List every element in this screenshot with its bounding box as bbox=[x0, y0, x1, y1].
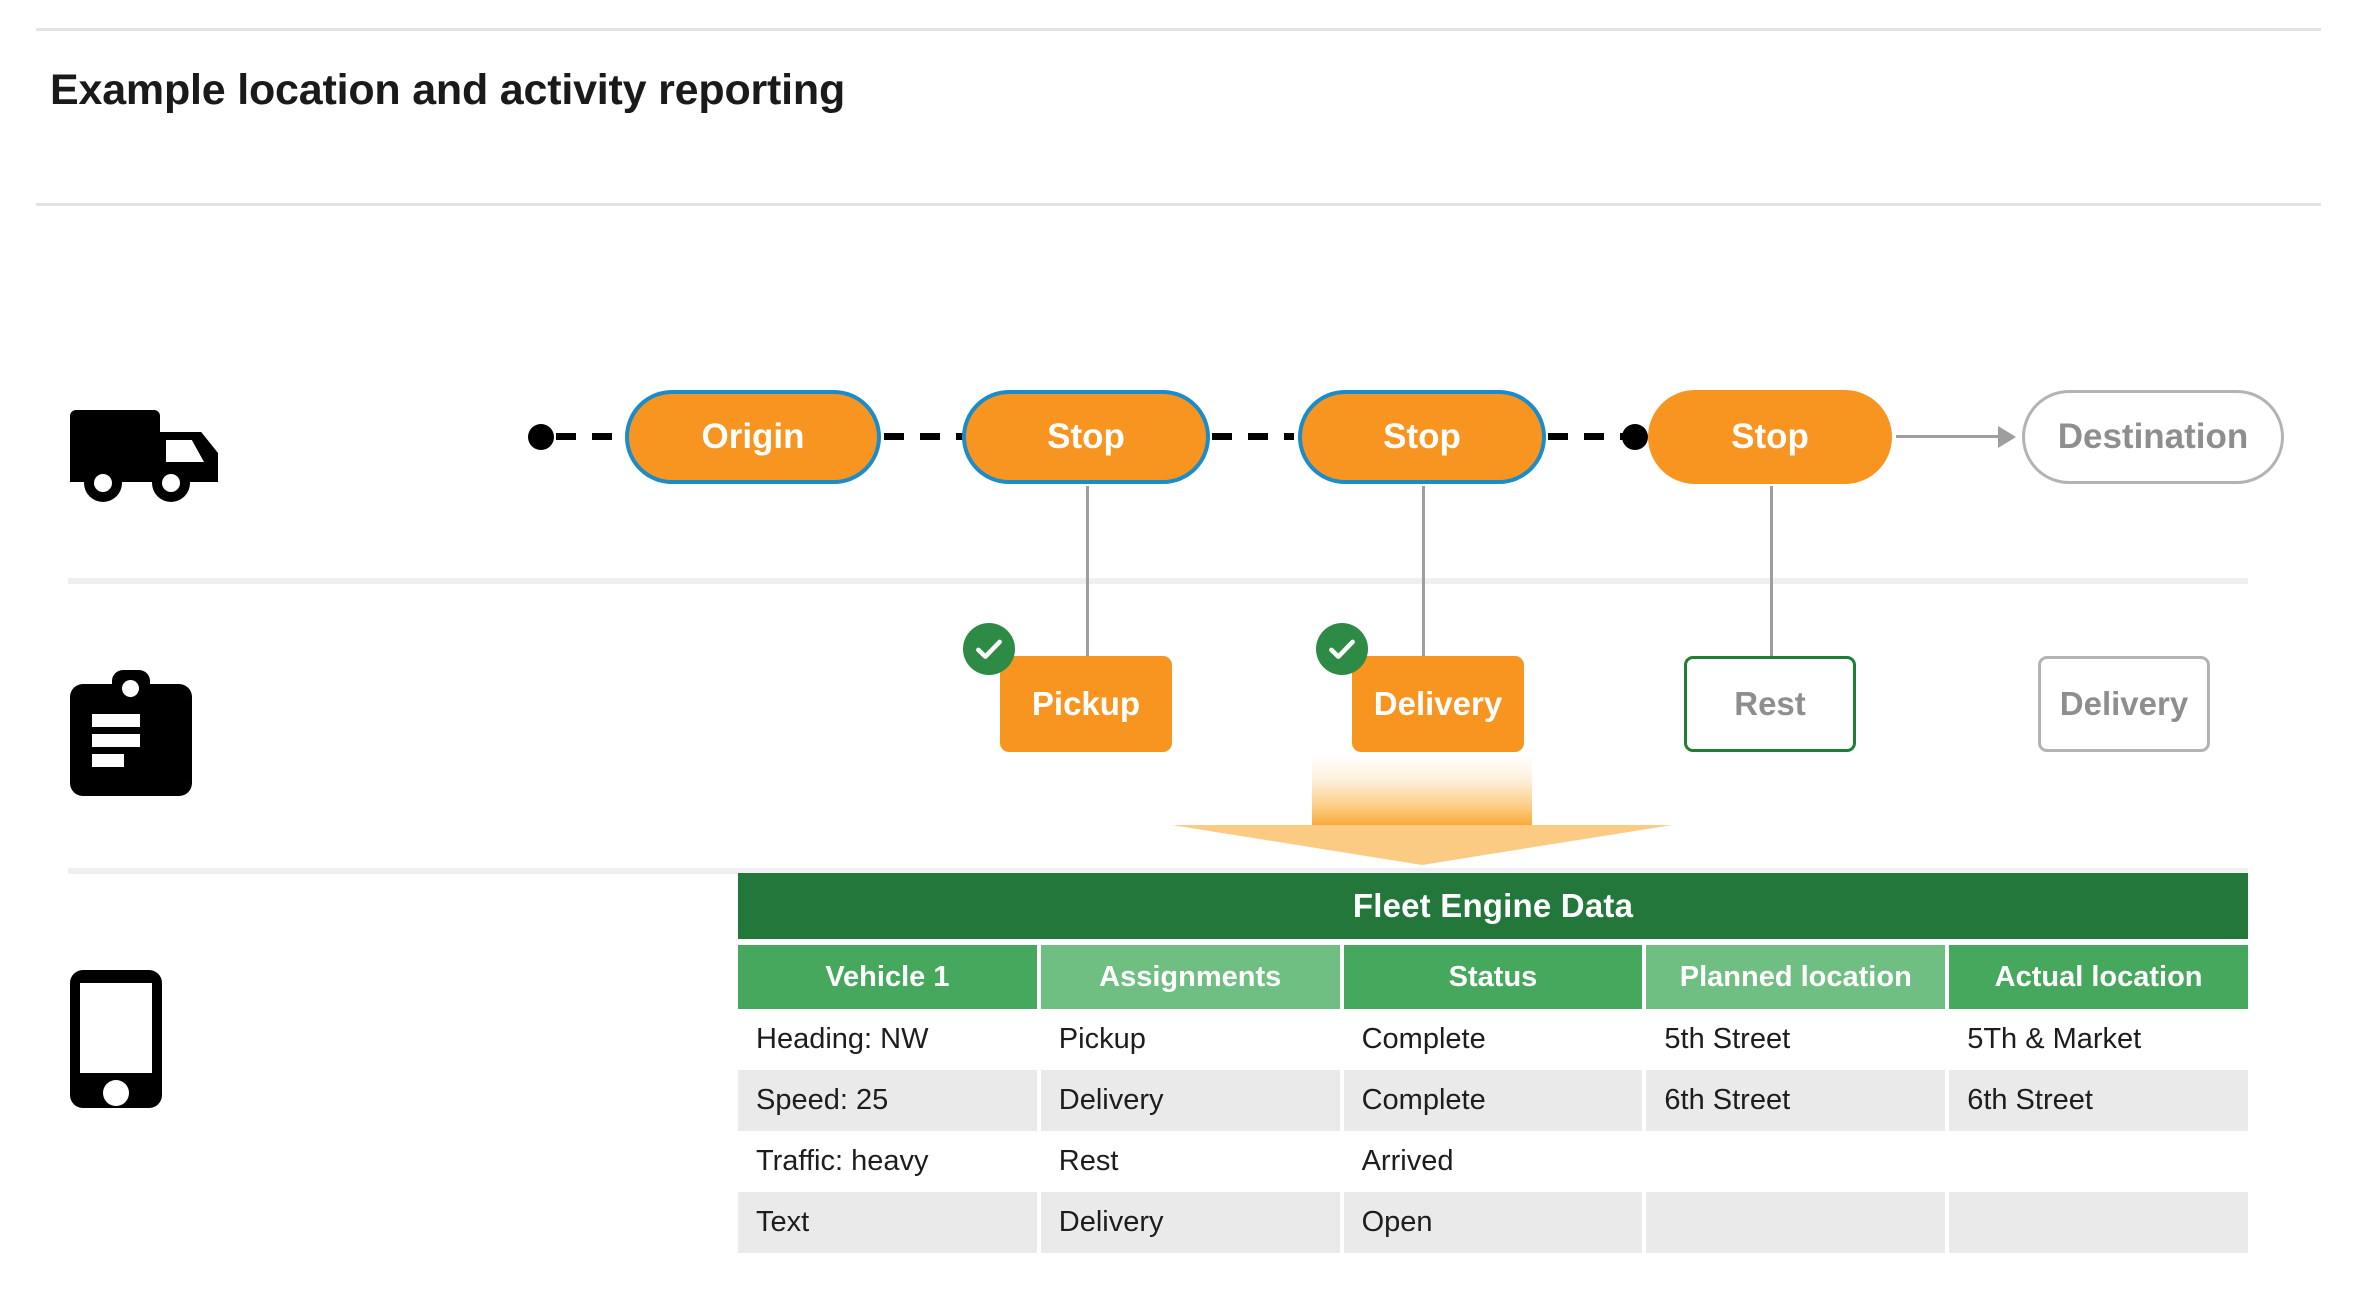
route-dash-0 bbox=[556, 433, 630, 440]
assignment-label: Delivery bbox=[1373, 685, 1503, 722]
header-divider-bottom bbox=[36, 203, 2321, 206]
route-stop-2[interactable]: Stop bbox=[1298, 390, 1546, 484]
vehicle-current-position-dot bbox=[1622, 424, 1648, 450]
table-column-header-planned-location[interactable]: Planned location bbox=[1646, 945, 1946, 1009]
table-cell bbox=[1646, 1131, 1946, 1192]
route-stop-origin[interactable]: Origin bbox=[625, 390, 881, 484]
clipboard-icon bbox=[70, 670, 194, 796]
table-cell: 6th Street bbox=[1949, 1070, 2248, 1131]
table-cell: Complete bbox=[1343, 1009, 1643, 1070]
assignment-rest[interactable]: Rest bbox=[1684, 656, 1856, 752]
route-arrow-line bbox=[1896, 435, 2000, 438]
table-cell: Heading: NW bbox=[738, 1009, 1037, 1070]
table-cell: Delivery bbox=[1040, 1192, 1340, 1253]
table-cell: Arrived bbox=[1343, 1131, 1643, 1192]
table-cell: Pickup bbox=[1040, 1009, 1340, 1070]
check-badge-pickup-icon bbox=[963, 623, 1015, 675]
table-cell bbox=[1949, 1192, 2248, 1253]
table-column-header-status[interactable]: Status bbox=[1343, 945, 1643, 1009]
table-cell: Open bbox=[1343, 1192, 1643, 1253]
lane-divider-vehicle-assignments bbox=[68, 578, 2248, 584]
route-start-dot bbox=[528, 424, 554, 450]
table-column-header-assignments[interactable]: Assignments bbox=[1040, 945, 1340, 1009]
lane-divider-assignments-device bbox=[68, 868, 2248, 874]
route-stop-label: Destination bbox=[2057, 417, 2249, 456]
table-row[interactable]: Text Delivery Open bbox=[738, 1192, 2248, 1253]
table-cell: Traffic: heavy bbox=[738, 1131, 1037, 1192]
table-column-header-vehicle[interactable]: Vehicle 1 bbox=[738, 945, 1037, 1009]
assignment-label: Pickup bbox=[1031, 685, 1141, 722]
truck-icon bbox=[70, 410, 230, 510]
table-row[interactable]: Speed: 25 Delivery Complete 6th Street 6… bbox=[738, 1070, 2248, 1131]
route-arrow-head-icon bbox=[1998, 426, 2016, 448]
assignment-delivery-1[interactable]: Delivery bbox=[1352, 656, 1524, 752]
table-cell: 5th Street bbox=[1646, 1009, 1946, 1070]
check-badge-delivery-icon bbox=[1316, 623, 1368, 675]
table-row[interactable]: Heading: NW Pickup Complete 5th Street 5… bbox=[738, 1009, 2248, 1070]
route-stop-label: Stop bbox=[1383, 417, 1461, 456]
table-cell: Complete bbox=[1343, 1070, 1643, 1131]
connector-stop2-delivery bbox=[1422, 486, 1425, 656]
table-cell: 5Th & Market bbox=[1949, 1009, 2248, 1070]
table-cell: Speed: 25 bbox=[738, 1070, 1037, 1131]
assignment-label: Rest bbox=[1734, 685, 1806, 722]
table-cell bbox=[1646, 1192, 1946, 1253]
route-dash-1 bbox=[884, 433, 964, 440]
mobile-phone-icon bbox=[70, 970, 162, 1108]
connector-stop3-rest bbox=[1770, 486, 1773, 656]
route-dash-3 bbox=[1548, 433, 1628, 440]
table-cell: Delivery bbox=[1040, 1070, 1340, 1131]
route-stop-label: Stop bbox=[1047, 417, 1125, 456]
assignment-delivery-2[interactable]: Delivery bbox=[2038, 656, 2210, 752]
route-stop-1[interactable]: Stop bbox=[962, 390, 1210, 484]
route-stop-3[interactable]: Stop bbox=[1648, 390, 1892, 484]
table-row[interactable]: Traffic: heavy Rest Arrived bbox=[738, 1131, 2248, 1192]
route-dash-2 bbox=[1212, 433, 1294, 440]
header-divider-top bbox=[36, 28, 2321, 31]
route-stop-label: Stop bbox=[1731, 417, 1809, 456]
assignment-label: Delivery bbox=[2059, 685, 2189, 722]
table-cell bbox=[1949, 1131, 2248, 1192]
connector-stop1-pickup bbox=[1086, 486, 1089, 656]
route-destination[interactable]: Destination bbox=[2022, 390, 2284, 484]
table-header-row: Vehicle 1 Assignments Status Planned loc… bbox=[738, 945, 2248, 1009]
assignment-pickup[interactable]: Pickup bbox=[1000, 656, 1172, 752]
table-cell: 6th Street bbox=[1646, 1070, 1946, 1131]
table-cell: Rest bbox=[1040, 1131, 1340, 1192]
fleet-engine-data-table: Fleet Engine Data Vehicle 1 Assignments … bbox=[738, 873, 2248, 1253]
table-title: Fleet Engine Data bbox=[738, 873, 2248, 939]
drilldown-arrow-icon bbox=[1172, 755, 1672, 865]
table-cell: Text bbox=[738, 1192, 1037, 1253]
table-column-header-actual-location[interactable]: Actual location bbox=[1949, 945, 2248, 1009]
route-stop-label: Origin bbox=[701, 417, 805, 456]
page-title: Example location and activity reporting bbox=[50, 66, 846, 114]
